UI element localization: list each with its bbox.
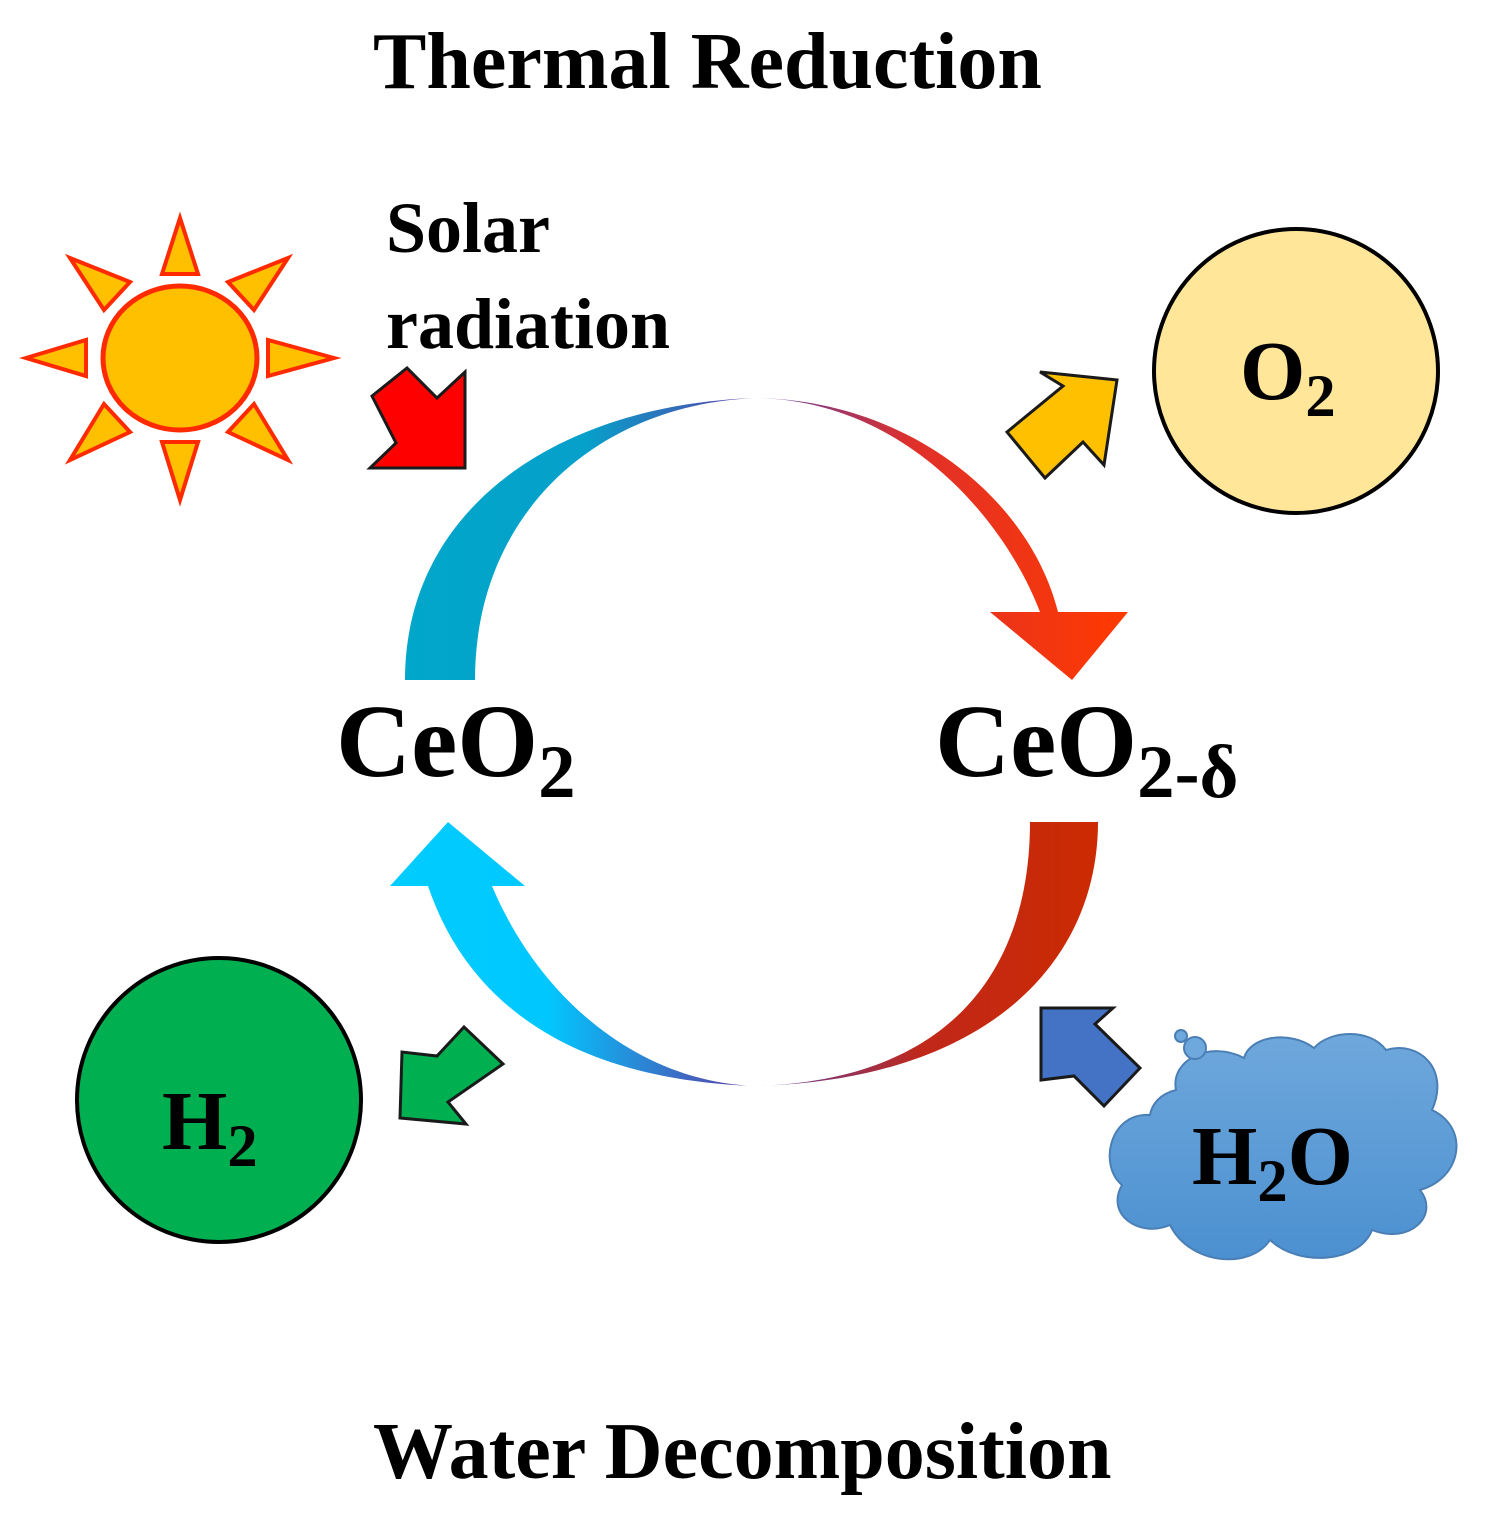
o2-subscript: 2	[1305, 362, 1336, 430]
h2-arrow-icon	[398, 1024, 506, 1126]
cycle-arrow-top	[405, 398, 1128, 680]
h2o-arrow-icon	[1039, 1006, 1143, 1109]
solar-radiation-label: Solar radiation	[386, 180, 670, 372]
o2-label: O2	[1240, 330, 1336, 427]
o2-base: O	[1240, 325, 1306, 418]
h2o-base: H	[1192, 1110, 1258, 1203]
cloud-icon	[1108, 1029, 1458, 1261]
ceo2-delta-subscript: 2-δ	[1137, 730, 1239, 814]
ceo2-base: CeO	[336, 684, 539, 799]
h2-circle	[75, 956, 363, 1244]
h2o-subscript: 2	[1257, 1147, 1288, 1215]
h2o-tail: O	[1287, 1110, 1353, 1203]
solar-label-line1: Solar	[386, 188, 551, 268]
h2-subscript: 2	[227, 1112, 258, 1180]
title-water-decomposition: Water Decomposition	[373, 1408, 1112, 1496]
cycle-arrow-bottom	[390, 822, 1098, 1086]
solar-arrow-icon	[366, 365, 467, 470]
ceo2-delta-label: CeO2-δ	[935, 690, 1238, 810]
sun-icon	[19, 211, 342, 507]
ceo2-label: CeO2	[336, 690, 576, 810]
ceo2-subscript: 2	[538, 730, 576, 814]
h2o-label: H2O	[1192, 1115, 1353, 1212]
solar-label-line2: radiation	[386, 284, 671, 364]
o2-circle	[1152, 227, 1440, 515]
h2-base: H	[162, 1075, 228, 1168]
title-thermal-reduction: Thermal Reduction	[373, 18, 1042, 106]
o2-arrow-icon	[1004, 370, 1119, 481]
ceo2-delta-base: CeO	[935, 684, 1138, 799]
h2-label: H2	[162, 1080, 258, 1177]
